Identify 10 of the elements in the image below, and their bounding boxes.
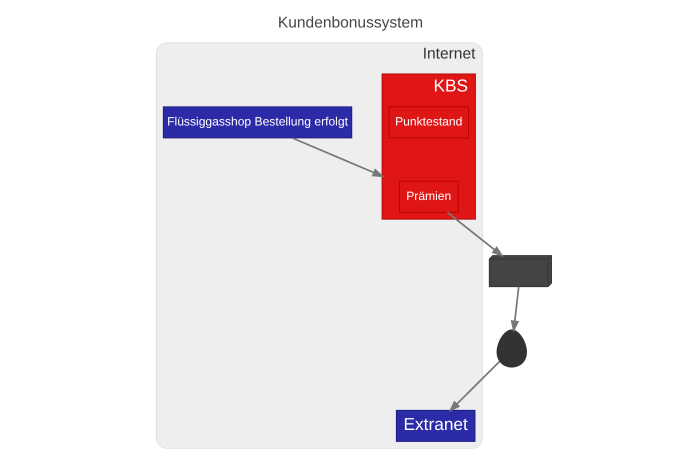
node-box: Flüssiggasshop Bestellung erfolgt (162, 106, 352, 138)
arrow (446, 212, 504, 258)
node-box: Punktestand (388, 106, 468, 138)
arrow (292, 137, 384, 178)
arrow (448, 360, 500, 412)
node-box: Extranet (395, 410, 475, 442)
node-person (496, 329, 526, 368)
arrow (510, 286, 520, 333)
diagram-title: Kundenbonussystem (277, 14, 423, 32)
node-box: Prämien (398, 180, 458, 213)
